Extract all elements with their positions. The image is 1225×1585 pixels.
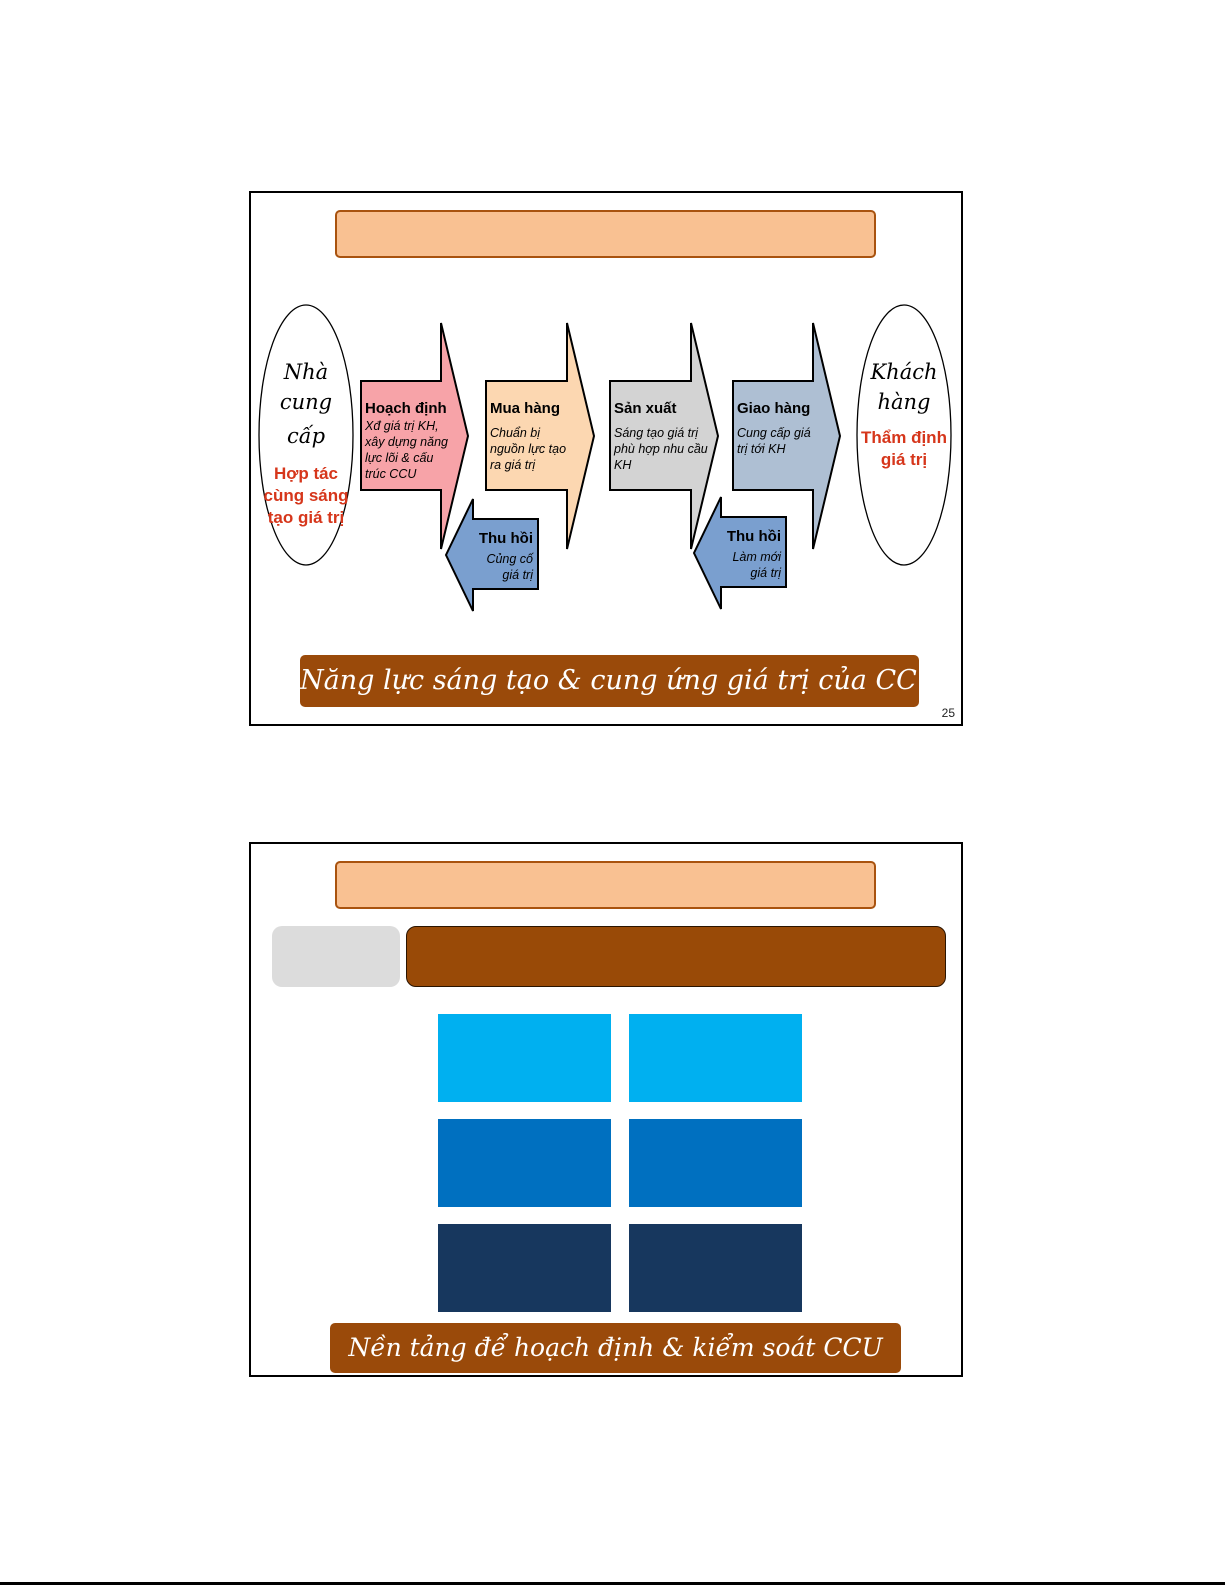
step-heading: Thu hồi (726, 528, 781, 545)
supplier-label: Nhà cung cấp Hợp tác cùng sáng tạo giá t… (259, 355, 353, 529)
step-heading: Hoạch định (365, 400, 447, 417)
step-description: Xđ giá trị KH, xây dựng năng lực lõi & c… (365, 419, 448, 481)
header-box (406, 926, 946, 987)
step-thu-hoi-2: Thu hồi Làm mới giá trị (717, 529, 781, 581)
slide-26: Nền tảng để hoạch định & kiểm soát CCU (249, 842, 963, 1377)
customer-subtitle: Thẩm định giá trị (861, 428, 947, 469)
page-number: 25 (941, 706, 955, 720)
slide-banner: Năng lực sáng tạo & cung ứng giá trị của… (300, 655, 940, 707)
step-description: Làm mới giá trị (732, 550, 781, 580)
tile-row3-left (438, 1224, 611, 1312)
arrow-thu-hoi-2 (692, 496, 787, 610)
step-thu-hoi-1: Thu hồi Củng cố giá trị (471, 531, 533, 583)
step-san-xuat: Sản xuất Sáng tạo giá trị phù hợp nhu cầ… (614, 401, 710, 473)
tile-row1-right (629, 1014, 802, 1102)
page-bottom-rule (0, 1582, 1225, 1585)
step-description: Sáng tạo giá trị phù hợp nhu cầu KH (614, 426, 708, 472)
step-description: Cung cấp giá trị tới KH (737, 426, 811, 456)
step-heading: Thu hồi (478, 530, 533, 547)
step-mua-hang: Mua hàng Chuẩn bị nguồn lực tạo ra giá t… (490, 401, 570, 473)
customer-label: Khách hàng Thẩm định giá trị (851, 355, 957, 471)
customer-title-line1: Khách (870, 360, 938, 384)
label-box (272, 926, 400, 987)
step-giao-hang: Giao hàng Cung cấp giá trị tới KH (737, 401, 823, 457)
tile-row2-right (629, 1119, 802, 1207)
supplier-subtitle: Hợp tác cùng sáng tạo giá trị (263, 464, 349, 527)
slide-banner: Nền tảng để hoạch định & kiểm soát CCU (330, 1323, 901, 1373)
tile-row3-right (629, 1224, 802, 1312)
step-heading: Sản xuất (614, 400, 677, 417)
arrow-thu-hoi-1 (444, 498, 539, 612)
supplier-ellipse (258, 304, 354, 566)
slide-25: Nhà cung cấp Hợp tác cùng sáng tạo giá t… (249, 191, 963, 726)
supplier-title-line2: cung cấp (279, 390, 333, 448)
arrow-san-xuat (609, 322, 720, 550)
tile-row2-left (438, 1119, 611, 1207)
value-chain-diagram (258, 304, 952, 612)
tile-row1-left (438, 1014, 611, 1102)
arrow-hoach-dinh (360, 322, 470, 550)
step-description: Củng cố giá trị (486, 552, 533, 582)
slide-title-box (335, 210, 876, 258)
slide-title-box (335, 861, 876, 909)
supplier-title-line1: Nhà (283, 360, 329, 384)
customer-title-line2: hàng (877, 390, 931, 414)
step-heading: Mua hàng (490, 400, 560, 417)
customer-ellipse (856, 304, 952, 566)
arrow-mua-hang (485, 322, 596, 550)
arrow-giao-hang (732, 322, 842, 550)
step-hoach-dinh: Hoạch định Xđ giá trị KH, xây dựng năng … (365, 401, 457, 482)
step-description: Chuẩn bị nguồn lực tạo ra giá trị (490, 426, 567, 472)
step-heading: Giao hàng (737, 400, 811, 417)
